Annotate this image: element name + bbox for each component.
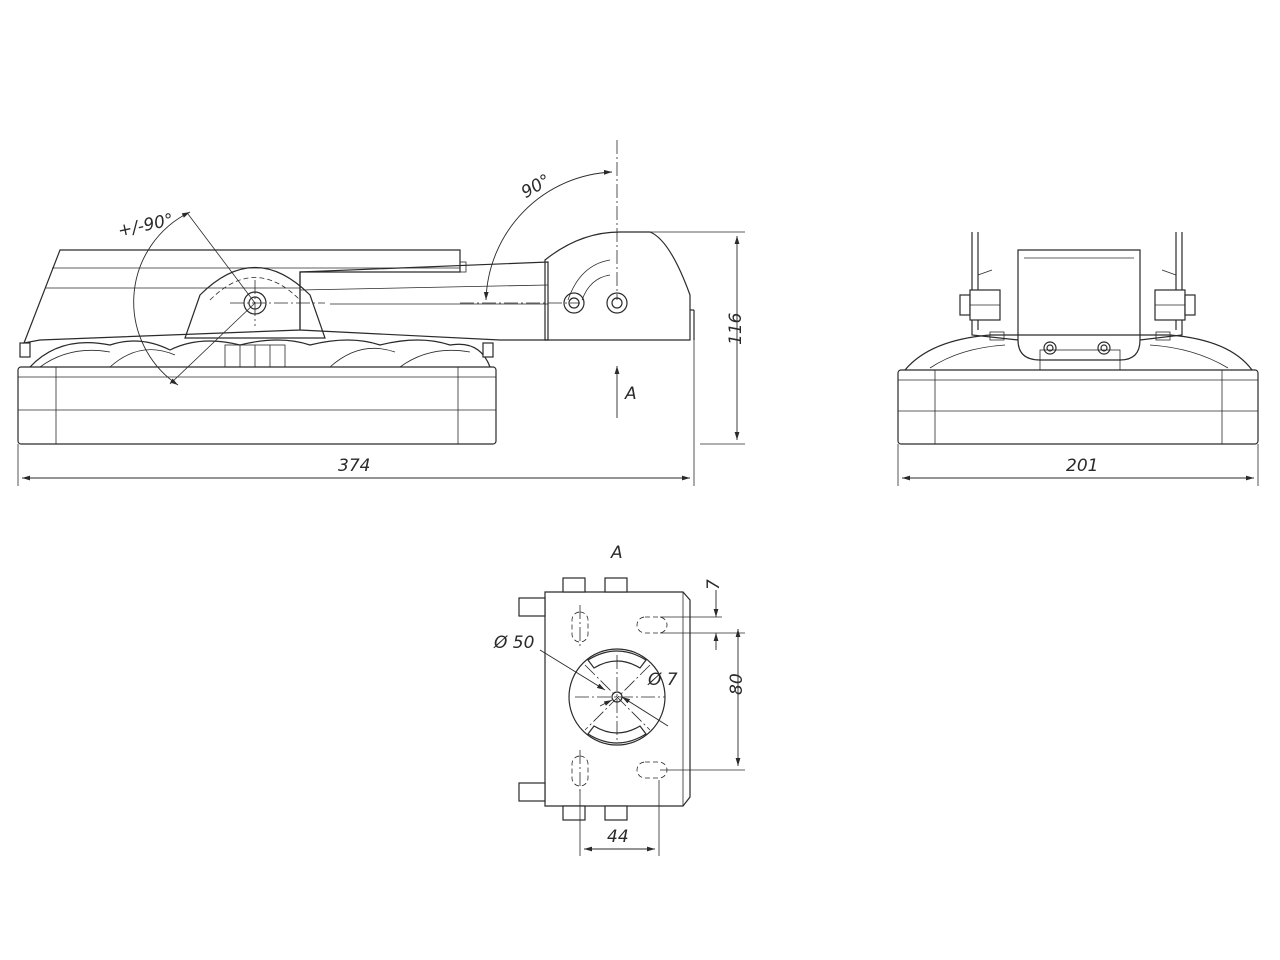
diameter-small-label: Ø 7	[647, 670, 678, 690]
slot-offset-label: 7	[704, 579, 724, 590]
height-dimension: 116	[640, 231, 746, 445]
diameter-small-leader-2	[621, 696, 669, 727]
height-label: 116	[726, 312, 746, 345]
mounting-plate-top	[518, 577, 691, 821]
front-heatsink	[904, 334, 1253, 371]
heatsink-fins	[19, 339, 494, 368]
angle-bracket-label: 90°	[518, 171, 554, 203]
width-label: 201	[1066, 456, 1098, 476]
view-a-title: A	[610, 543, 623, 563]
front-side-arms	[959, 232, 1196, 341]
view-a-arrow-label: A	[624, 384, 637, 404]
front-bracket	[1017, 249, 1141, 361]
tilt-rotation-arc	[133, 211, 191, 386]
diameter-small-leader	[599, 699, 613, 707]
center-hole-pattern	[568, 648, 666, 746]
bracket-arm	[299, 261, 549, 341]
tilt-joint	[184, 266, 326, 339]
hole-spacing-h-label: 44	[607, 827, 629, 847]
tilt-indicator-line-2	[169, 302, 256, 385]
slot-holes	[571, 605, 668, 792]
diameter-large-leader	[539, 649, 606, 691]
hole-spacing-v-label: 80	[727, 673, 747, 695]
length-label: 374	[338, 456, 370, 476]
front-view: 201	[897, 232, 1259, 486]
luminaire-body	[17, 366, 497, 445]
diameter-large-label: Ø 50	[493, 633, 534, 653]
slot-offset-dimension: 7	[660, 579, 745, 650]
tilt-indicator-line	[187, 213, 256, 304]
side-view: 90° +/-90° A 116 374	[17, 140, 746, 486]
length-dimension: 374	[17, 340, 695, 486]
angle-tilt-label: +/-90°	[116, 210, 175, 241]
mounting-plate	[544, 231, 695, 341]
front-body	[897, 369, 1259, 445]
hole-spacing-v-dimension: 80	[660, 629, 747, 771]
view-a: A	[493, 543, 747, 856]
hole-spacing-h-dimension: 44	[579, 780, 660, 856]
bracket-rotation-arc	[483, 169, 613, 301]
width-dimension: 201	[897, 444, 1259, 486]
driver-housing	[23, 249, 467, 344]
